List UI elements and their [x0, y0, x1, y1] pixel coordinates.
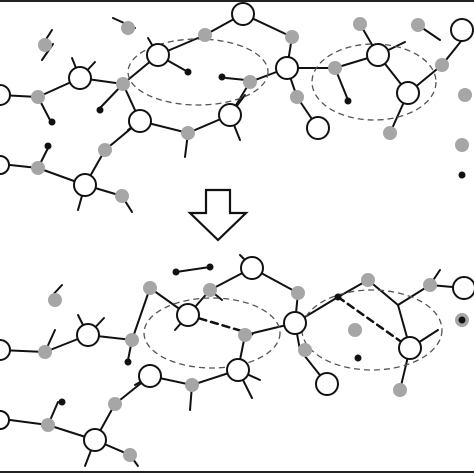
black-atom	[458, 316, 466, 324]
gray-atom	[285, 30, 299, 44]
gray-atom	[181, 126, 195, 140]
gray-atom	[243, 75, 257, 89]
open-atom	[0, 84, 11, 106]
open-atom	[68, 66, 92, 90]
open-atom	[0, 155, 10, 175]
gray-atom	[203, 283, 217, 297]
dashed-ellipse-region	[301, 289, 443, 371]
open-atom	[73, 173, 97, 197]
black-atom	[124, 358, 132, 366]
dashed-bond	[336, 295, 412, 350]
black-atom	[354, 354, 362, 362]
black-atom	[172, 268, 180, 276]
gray-atom	[31, 161, 45, 175]
black-atom	[184, 68, 192, 76]
dashed-ellipse-region	[311, 43, 437, 121]
open-atom	[283, 311, 307, 335]
gray-atom	[393, 383, 407, 397]
open-atom	[146, 43, 170, 67]
black-atom	[458, 171, 466, 179]
gray-atom	[41, 418, 55, 432]
open-atom	[128, 109, 152, 133]
gray-atom	[435, 58, 449, 72]
gray-atom	[298, 343, 312, 357]
open-atom	[398, 336, 422, 360]
open-atom	[396, 81, 420, 105]
open-atom	[240, 256, 264, 280]
dashed-ellipse-region	[143, 297, 281, 369]
gray-atom	[31, 90, 45, 104]
gray-atom	[108, 397, 122, 411]
black-atom	[344, 97, 352, 105]
gray-atom	[423, 278, 437, 292]
open-atom	[218, 103, 242, 127]
gray-atom	[328, 61, 342, 75]
gray-atom	[143, 281, 157, 295]
open-atom	[0, 339, 11, 361]
open-atom	[452, 276, 474, 300]
gray-atom	[121, 21, 135, 35]
gray-atom	[348, 323, 362, 337]
black-atom	[96, 106, 104, 114]
open-atom	[176, 303, 200, 327]
gray-atom	[116, 77, 130, 91]
gray-atom	[98, 143, 112, 157]
gray-atom	[291, 286, 305, 300]
open-atom	[76, 323, 100, 347]
gray-atom	[458, 88, 472, 102]
open-atom	[231, 2, 255, 26]
gray-atom	[238, 328, 252, 342]
open-atom	[450, 18, 474, 42]
gray-atom	[361, 273, 375, 287]
open-atom	[315, 372, 339, 396]
black-atom	[44, 142, 52, 150]
open-atom	[306, 116, 330, 140]
gray-atom	[38, 345, 52, 359]
open-atom	[275, 56, 299, 80]
gray-atom	[48, 293, 62, 307]
bond-line	[131, 287, 151, 341]
gray-atom	[198, 28, 212, 42]
black-atom	[206, 263, 214, 271]
transition-down-arrow	[187, 188, 249, 242]
open-atom	[0, 410, 10, 430]
gray-atom	[290, 90, 304, 104]
open-atom	[138, 364, 162, 388]
black-atom	[334, 293, 342, 301]
gray-atom	[115, 189, 129, 203]
black-atom	[218, 73, 226, 81]
dashed-ellipse-region	[127, 38, 269, 106]
open-atom	[83, 428, 107, 452]
gray-atom	[125, 333, 139, 347]
bond-line	[225, 77, 247, 81]
gray-atom	[123, 448, 137, 462]
open-atom	[226, 358, 250, 382]
gray-atom	[411, 18, 425, 32]
gray-atom	[353, 17, 367, 31]
gray-atom	[38, 38, 52, 52]
open-atom	[366, 43, 390, 67]
black-atom	[48, 118, 56, 126]
bond-line	[175, 266, 211, 273]
gray-atom	[383, 126, 397, 140]
gray-atom	[185, 378, 199, 392]
black-atom	[58, 398, 66, 406]
gray-atom	[455, 138, 469, 152]
